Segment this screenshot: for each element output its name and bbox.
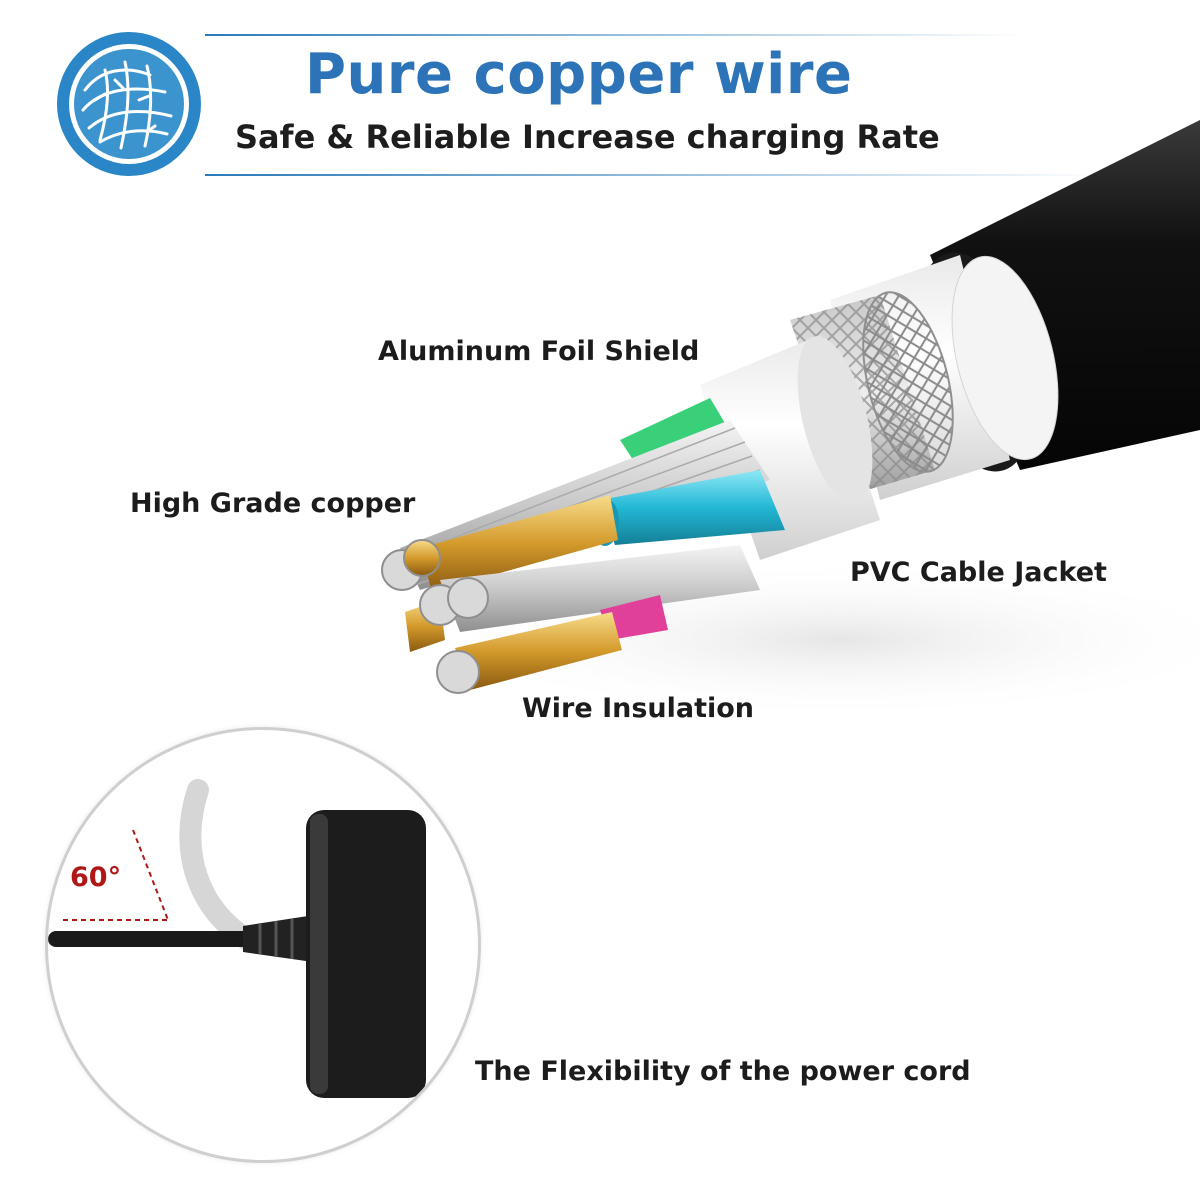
header-divider-bottom bbox=[205, 174, 1105, 176]
silver-strand-lower bbox=[440, 545, 760, 632]
header: Pure copper wire Safe & Reliable Increas… bbox=[55, 28, 1155, 178]
copper-wire-logo-icon bbox=[57, 32, 201, 176]
page-subtitle: Safe & Reliable Increase charging Rate bbox=[235, 118, 940, 156]
copper-conductor-bottom bbox=[455, 612, 622, 690]
copper-conductor-top bbox=[420, 495, 618, 592]
strand-end-caps bbox=[381, 539, 489, 694]
label-aluminum-foil-shield: Aluminum Foil Shield bbox=[378, 336, 700, 367]
label-high-grade-copper: High Grade copper bbox=[130, 488, 416, 519]
flexibility-inset bbox=[45, 727, 481, 1163]
header-divider-top bbox=[205, 34, 1025, 36]
magenta-wire bbox=[600, 595, 668, 640]
bend-angle-label: 60° bbox=[70, 862, 122, 893]
cyan-wire bbox=[600, 470, 785, 545]
plug-bend-illustration bbox=[48, 779, 426, 1098]
label-pvc-cable-jacket: PVC Cable Jacket bbox=[850, 557, 1107, 588]
label-power-cord-flexibility: The Flexibility of the power cord bbox=[475, 1056, 971, 1087]
page-title: Pure copper wire bbox=[305, 42, 853, 107]
label-wire-insulation: Wire Insulation bbox=[522, 693, 755, 724]
